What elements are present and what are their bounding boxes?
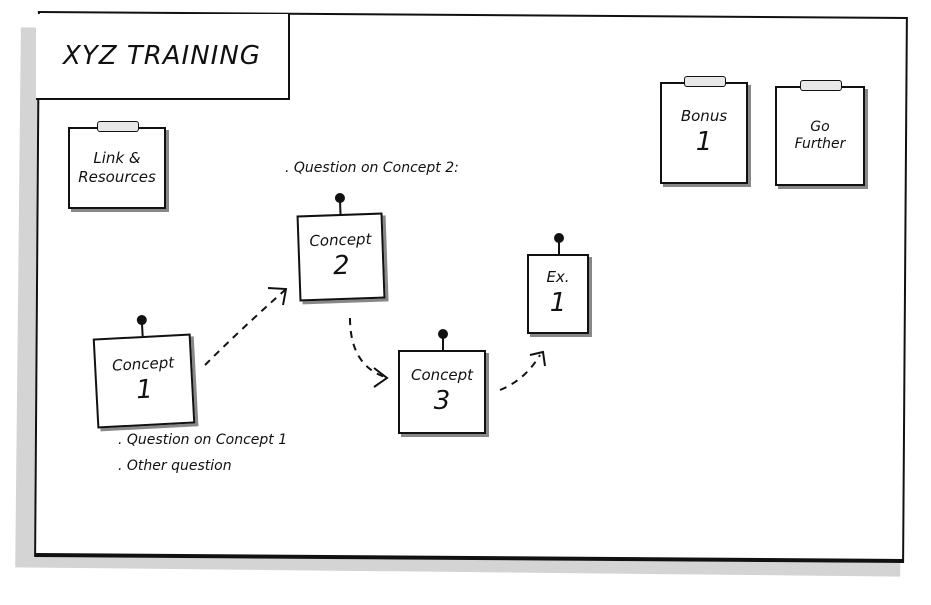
clip-icon [684,76,726,87]
card-label: Further [794,136,846,152]
card-label: Ex. [546,268,570,287]
arrow-concept1-to-concept2 [204,289,286,366]
arrow-concept2-to-concept3 [349,317,386,378]
card-label: Link & [93,149,141,168]
concept2-question-note: . Question on Concept 2: [285,160,459,176]
card-number: 3 [433,386,451,417]
card-label: Resources [78,168,156,186]
pin-icon [438,329,448,350]
concept3-card[interactable]: Concept 3 [398,329,486,434]
card-label: Go [810,118,830,135]
links-resources-card[interactable]: Link & Resources [68,121,166,209]
other-question-note: . Other question [118,458,232,474]
arrow-concept3-to-exercise1 [499,354,541,391]
board-title: XYZ TRAINING [36,14,290,100]
bonus-card[interactable]: Bonus 1 [660,76,748,184]
concept1-question-note: . Question on Concept 1 [118,432,288,448]
go-further-card[interactable]: Go Further [775,80,865,186]
clip-icon [97,121,139,132]
arrowhead-icon [529,350,546,367]
card-number: 1 [549,288,567,319]
arrowhead-icon [267,287,288,306]
arrowhead-icon [373,367,389,388]
clip-icon [800,80,842,91]
pin-icon [554,233,564,254]
card-label: Concept [410,366,474,385]
card-label: Bonus [680,107,728,126]
exercise1-card[interactable]: Ex. 1 [527,233,589,334]
card-number: 1 [695,127,713,158]
